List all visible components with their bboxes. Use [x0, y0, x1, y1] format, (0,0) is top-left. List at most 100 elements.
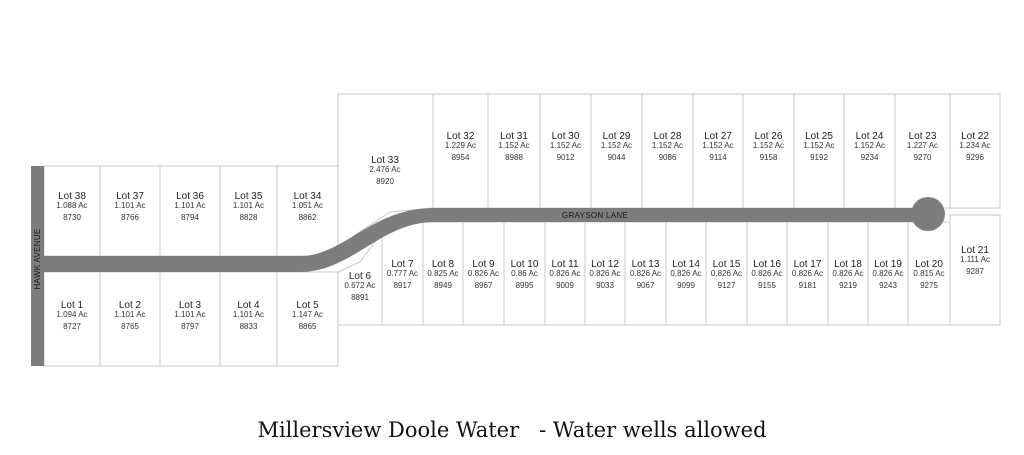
lot-22-name: Lot 22: [961, 131, 989, 142]
lot-37-address: 8766: [121, 213, 139, 222]
lot-16-parcel[interactable]: [746, 221, 788, 326]
lot-37-acreage: 1.101 Ac: [114, 201, 145, 210]
lot-12-acreage: 0.826 Ac: [589, 269, 620, 278]
lot-34-address: 8862: [299, 213, 317, 222]
lot-14-parcel[interactable]: [665, 221, 707, 326]
lot-7-acreage: 0.777 Ac: [387, 269, 418, 278]
lot-14-acreage: 0.826 Ac: [670, 269, 701, 278]
lot-1-parcel[interactable]: [43, 271, 101, 367]
lot-36-name: Lot 36: [176, 191, 204, 202]
lot-22-parcel[interactable]: [949, 93, 1001, 209]
lot-29-acreage: 1.152 Ac: [601, 141, 632, 150]
lot-23-address: 9270: [914, 153, 932, 162]
lot-30-address: 9012: [557, 153, 575, 162]
hawk-avenue-road: [31, 166, 44, 366]
subdivision-plat-map: HAWK AVENUE GRAYSON LANE Lot 11.094 Ac87…: [31, 93, 1001, 367]
lot-27-address: 9114: [709, 153, 727, 162]
lot-7-name: Lot 7: [391, 259, 414, 270]
lot-28-address: 9086: [659, 153, 677, 162]
lot-2-parcel[interactable]: [99, 271, 161, 367]
lot-32-acreage: 1.229 Ac: [445, 141, 476, 150]
lot-36-parcel[interactable]: [159, 165, 221, 257]
lot-15-parcel[interactable]: [705, 221, 748, 326]
lot-24-name: Lot 24: [856, 131, 884, 142]
lot-2-acreage: 1.101 Ac: [114, 310, 145, 319]
lot-18-parcel[interactable]: [827, 221, 869, 326]
lot-10-address: 8995: [516, 281, 534, 290]
lot-29-address: 9044: [608, 153, 626, 162]
lot-28-name: Lot 28: [654, 131, 682, 142]
lot-36-address: 8794: [181, 213, 199, 222]
lot-9-acreage: 0.826 Ac: [468, 269, 499, 278]
lot-11-address: 9009: [556, 281, 574, 290]
lot-13-parcel[interactable]: [624, 221, 667, 326]
lot-12-name: Lot 12: [591, 259, 619, 270]
lot-24-address: 9234: [861, 153, 879, 162]
lot-34-name: Lot 34: [294, 191, 322, 202]
lot-10-acreage: 0.86 Ac: [511, 269, 538, 278]
lot-20-name: Lot 20: [915, 259, 943, 270]
lot-38-address: 8730: [63, 213, 81, 222]
lot-21-parcel[interactable]: [949, 214, 1001, 326]
lot-4-parcel[interactable]: [219, 271, 278, 367]
lot-25-parcel[interactable]: [793, 93, 845, 209]
lot-31-address: 8988: [505, 153, 523, 162]
lot-8-acreage: 0.825 Ac: [427, 269, 458, 278]
lot-28-parcel[interactable]: [641, 93, 694, 209]
lot-22-acreage: 1.234 Ac: [959, 141, 990, 150]
lot-35-name: Lot 35: [235, 191, 263, 202]
lot-35-acreage: 1.101 Ac: [233, 201, 264, 210]
lot-30-parcel[interactable]: [539, 93, 592, 209]
lot-3-name: Lot 3: [179, 300, 202, 311]
lot-38-parcel[interactable]: [43, 165, 101, 257]
lot-25-address: 9192: [810, 153, 828, 162]
lot-16-name: Lot 16: [753, 259, 781, 270]
lot-19-parcel[interactable]: [867, 221, 909, 326]
lot-7-address: 8917: [394, 281, 412, 290]
lot-1-address: 8727: [63, 322, 81, 331]
lot-32-parcel[interactable]: [432, 93, 489, 209]
lot-3-parcel[interactable]: [159, 271, 221, 367]
lot-19-name: Lot 19: [874, 259, 902, 270]
lot-7-parcel[interactable]: [381, 221, 424, 326]
lot-25-acreage: 1.152 Ac: [803, 141, 834, 150]
lot-parcels: [43, 93, 1001, 367]
grayson-lane-cul-de-sac: [911, 197, 945, 231]
lot-23-parcel[interactable]: [894, 93, 951, 209]
lot-3-address: 8797: [181, 322, 199, 331]
lot-34-parcel[interactable]: [276, 165, 339, 257]
lot-19-acreage: 0.826 Ac: [872, 269, 903, 278]
hawk-avenue-label: HAWK AVENUE: [33, 228, 42, 289]
lot-28-acreage: 1.152 Ac: [652, 141, 683, 150]
lot-23-name: Lot 23: [909, 131, 937, 142]
lot-8-parcel[interactable]: [422, 221, 464, 326]
lot-6-acreage: 0.672 Ac: [344, 281, 375, 290]
lot-38-acreage: 1.088 Ac: [56, 201, 87, 210]
lot-27-parcel[interactable]: [692, 93, 744, 209]
lot-21-acreage: 1.111 Ac: [960, 255, 990, 264]
lot-17-name: Lot 17: [794, 259, 822, 270]
lot-26-name: Lot 26: [755, 131, 783, 142]
lot-31-name: Lot 31: [500, 131, 528, 142]
lot-12-parcel[interactable]: [584, 221, 626, 326]
lot-5-address: 8865: [299, 322, 317, 331]
lot-20-acreage: 0.815 Ac: [913, 269, 944, 278]
lot-8-name: Lot 8: [432, 259, 455, 270]
lot-16-acreage: 0.826 Ac: [751, 269, 782, 278]
lot-26-parcel[interactable]: [742, 93, 795, 209]
lot-9-name: Lot 9: [472, 259, 495, 270]
lot-4-name: Lot 4: [237, 300, 260, 311]
lot-35-parcel[interactable]: [219, 165, 278, 257]
lot-6-name: Lot 6: [349, 271, 372, 282]
lot-32-name: Lot 32: [447, 131, 475, 142]
lot-34-acreage: 1.051 Ac: [292, 201, 323, 210]
lot-33-name: Lot 33: [371, 155, 399, 166]
lot-5-parcel[interactable]: [276, 271, 339, 367]
lot-37-parcel[interactable]: [99, 165, 161, 257]
lot-10-name: Lot 10: [511, 259, 539, 270]
lot-12-address: 9033: [596, 281, 614, 290]
lot-31-parcel[interactable]: [487, 93, 541, 209]
lot-24-parcel[interactable]: [843, 93, 896, 209]
lot-29-parcel[interactable]: [590, 93, 643, 209]
lot-26-acreage: 1.152 Ac: [753, 141, 784, 150]
